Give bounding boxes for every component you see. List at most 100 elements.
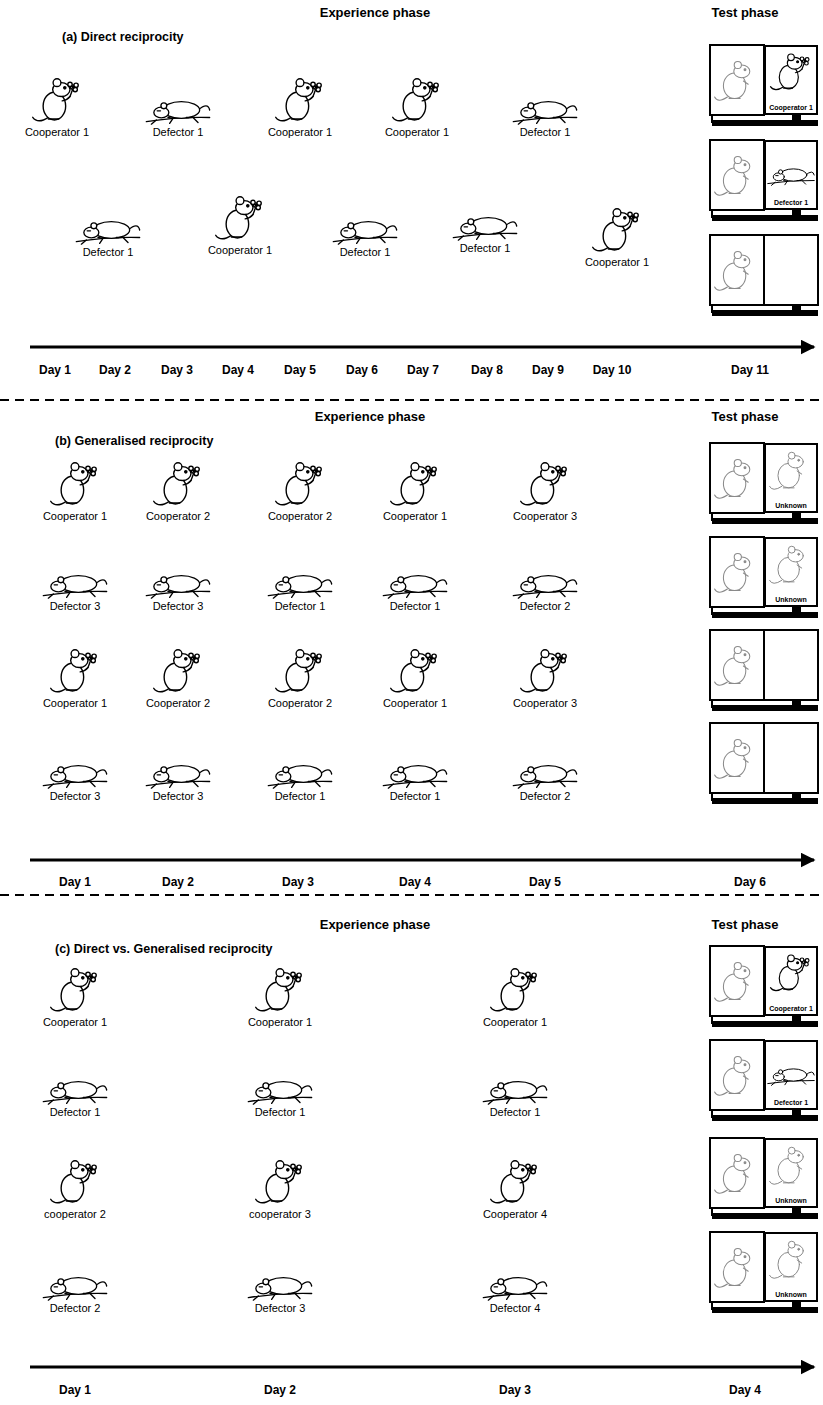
defector-rat xyxy=(768,1069,814,1086)
partner-compartment: Cooperator 1 xyxy=(764,946,818,1016)
day-label: Day 11 xyxy=(731,364,769,378)
compartment-label: Cooperator 1 xyxy=(766,104,816,111)
unknown-rat xyxy=(715,251,750,290)
day-label: Day 2 xyxy=(162,876,194,890)
test-compartment xyxy=(710,45,764,115)
rat-label: Defector 1 xyxy=(83,246,134,259)
unknown-rat xyxy=(770,1147,804,1184)
apparatus-floor xyxy=(712,1213,818,1219)
day-label: Day 4 xyxy=(222,364,254,378)
rat-label: Defector 2 xyxy=(520,600,571,613)
partner-compartment: Defector 1 xyxy=(764,1040,818,1110)
cooperator-rat xyxy=(51,1161,97,1203)
rat-label: Defector 1 xyxy=(275,790,326,803)
cooperator-rat xyxy=(491,969,537,1011)
rat-label: Cooperator 2 xyxy=(268,697,332,710)
defector-rat xyxy=(513,102,576,125)
compartment-label: Unknown xyxy=(766,502,816,509)
apparatus-floor xyxy=(712,705,818,711)
rat-label: Defector 1 xyxy=(275,600,326,613)
rat-label: Cooperator 1 xyxy=(43,697,107,710)
phase-heading: Experience phase xyxy=(320,6,431,21)
partner-compartment: Unknown xyxy=(764,443,818,513)
rat-label: Cooperator 1 xyxy=(383,697,447,710)
partner-compartment: Unknown xyxy=(764,1138,818,1208)
cooperator-rat xyxy=(391,463,437,505)
rat-label: Defector 1 xyxy=(490,1106,541,1119)
section-title: (c) Direct vs. Generalised reciprocity xyxy=(55,942,272,956)
day-label: Day 1 xyxy=(39,364,71,378)
rat-label: Cooperator 1 xyxy=(383,510,447,523)
defector-rat xyxy=(43,766,106,789)
defector-rat xyxy=(146,576,209,599)
defector-rat xyxy=(146,102,209,125)
compartment-label: Unknown xyxy=(766,1291,816,1298)
defector-rat xyxy=(43,576,106,599)
phase-heading: Experience phase xyxy=(320,918,431,933)
empty-compartment xyxy=(764,723,818,793)
empty-compartment xyxy=(764,235,818,305)
rat-label: Cooperator 3 xyxy=(513,510,577,523)
rat-label: Defector 1 xyxy=(255,1106,306,1119)
rat-label: Defector 1 xyxy=(390,600,441,613)
unknown-rat xyxy=(715,553,750,592)
day-label: Day 1 xyxy=(59,876,91,890)
cooperator-rat xyxy=(276,650,322,692)
cooperator-rat xyxy=(256,1161,302,1203)
rat-label: Defector 2 xyxy=(520,790,571,803)
cooperator-rat xyxy=(391,650,437,692)
test-compartment xyxy=(710,235,764,305)
unknown-rat xyxy=(715,61,750,100)
defector-rat xyxy=(513,576,576,599)
rat-label: Cooperator 1 xyxy=(43,1016,107,1029)
section-divider xyxy=(0,894,823,896)
cooperator-rat xyxy=(276,463,322,505)
defector-rat xyxy=(43,1082,106,1105)
apparatus-floor xyxy=(712,310,818,316)
rat-label: Defector 1 xyxy=(520,126,571,139)
defector-rat xyxy=(43,1278,106,1301)
phase-heading: Test phase xyxy=(712,918,779,933)
defector-rat xyxy=(248,1082,311,1105)
unknown-rat xyxy=(715,646,750,685)
defector-rat xyxy=(483,1082,546,1105)
time-axis xyxy=(30,346,814,349)
rat-label: Cooperator 3 xyxy=(513,697,577,710)
defector-rat xyxy=(268,576,331,599)
rat-label: Cooperator 1 xyxy=(585,256,649,269)
rat-label: Cooperator 1 xyxy=(25,126,89,139)
rat-label: Defector 1 xyxy=(340,246,391,259)
rat-label: Cooperator 1 xyxy=(268,126,332,139)
apparatus-floor xyxy=(712,215,818,221)
rat-label: Defector 3 xyxy=(255,1302,306,1315)
day-label: Day 3 xyxy=(499,1384,531,1398)
unknown-rat xyxy=(715,739,750,778)
unknown-rat xyxy=(715,962,750,1001)
unknown-rat xyxy=(715,1248,750,1287)
phase-heading: Test phase xyxy=(712,410,779,425)
test-compartment xyxy=(710,946,764,1016)
rat-label: Defector 2 xyxy=(50,1302,101,1315)
cooperator-rat xyxy=(51,650,97,692)
partner-compartment: Unknown xyxy=(764,1232,818,1302)
partner-compartment: Cooperator 1 xyxy=(764,45,818,115)
unknown-rat xyxy=(770,546,804,583)
apparatus-floor xyxy=(712,120,818,126)
rat-label: Cooperator 1 xyxy=(43,510,107,523)
rat-label: Defector 3 xyxy=(153,790,204,803)
compartment-label: Cooperator 1 xyxy=(766,1005,816,1012)
cooperator-rat xyxy=(770,955,809,991)
defector-rat xyxy=(146,766,209,789)
day-label: Day 9 xyxy=(532,364,564,378)
defector-rat xyxy=(76,222,139,245)
phase-heading: Experience phase xyxy=(315,410,426,425)
apparatus-floor xyxy=(712,1021,818,1027)
day-label: Day 2 xyxy=(264,1384,296,1398)
day-label: Day 6 xyxy=(346,364,378,378)
day-label: Day 4 xyxy=(729,1384,761,1398)
rat-label: Cooperator 2 xyxy=(268,510,332,523)
rat-label: Defector 3 xyxy=(50,790,101,803)
test-compartment xyxy=(710,1232,764,1302)
day-label: Day 3 xyxy=(161,364,193,378)
day-label: Day 7 xyxy=(407,364,439,378)
